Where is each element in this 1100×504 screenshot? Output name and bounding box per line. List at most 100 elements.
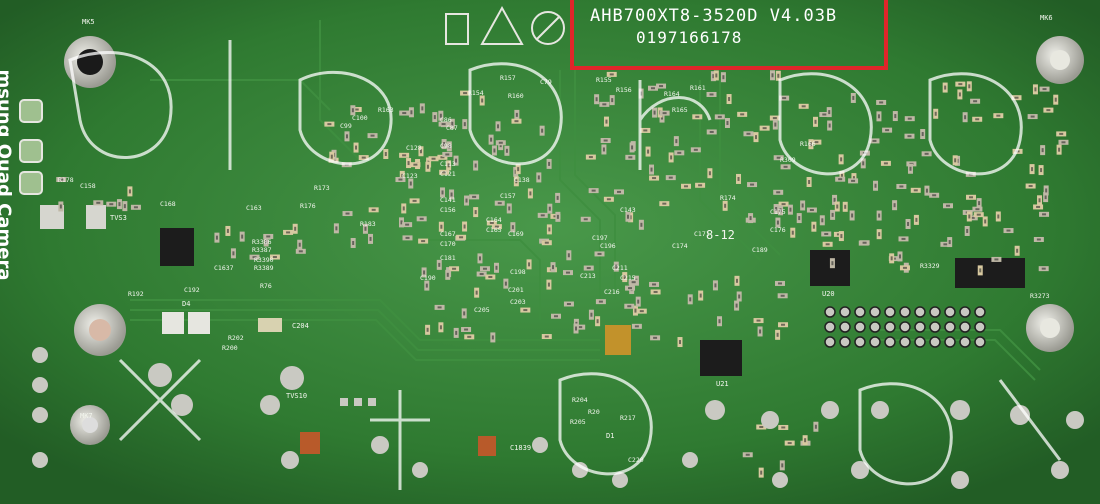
smd-part: [1033, 204, 1044, 210]
smd-part: [614, 189, 625, 195]
smd-part: [734, 300, 740, 311]
smd-part: [756, 424, 767, 430]
smd-part: [742, 452, 753, 458]
header-pad: [884, 306, 896, 318]
component-label: R217: [620, 414, 636, 422]
smd-part: [464, 334, 475, 340]
smd-part: [850, 92, 856, 103]
smd-part: [636, 308, 647, 314]
smd-part: [601, 144, 607, 155]
smd-part: [130, 204, 141, 210]
header-pad: [869, 336, 881, 348]
smd-part: [896, 183, 907, 189]
smd-part: [333, 223, 339, 234]
smd-part: [367, 133, 378, 139]
smd-part: [428, 156, 439, 162]
smd-part: [649, 281, 660, 287]
component-label: R173: [314, 184, 330, 192]
smd-part: [692, 114, 703, 120]
mark-tvs10: TVS10: [286, 392, 308, 400]
header-pad: [899, 321, 911, 333]
smd-part: [399, 170, 405, 181]
component-label: C192: [184, 286, 200, 294]
smd-part: [402, 222, 413, 228]
side-text-wrapper: msung Quad Camera: [0, 60, 15, 290]
left-edge-pads: [19, 99, 43, 195]
smd-part: [437, 154, 448, 160]
component-label: C163: [246, 204, 262, 212]
smd-part: [269, 254, 280, 260]
smd-part: [710, 71, 716, 82]
smd-part: [446, 141, 452, 152]
component-label: C203: [510, 298, 526, 306]
smd-part: [734, 275, 740, 286]
component-label: R161: [690, 84, 706, 92]
smd-part: [434, 304, 445, 310]
smd-part: [964, 225, 970, 236]
smd-part: [1053, 94, 1059, 105]
smd-part: [462, 221, 468, 232]
smd-part: [991, 256, 1002, 262]
smd-part: [758, 467, 764, 478]
smd-part: [687, 294, 693, 305]
smd-part: [93, 200, 104, 206]
pad: [354, 398, 362, 406]
smd-part: [892, 111, 898, 122]
smd-part: [493, 262, 499, 273]
component-label: R176: [300, 202, 316, 210]
mark-d4: D4: [182, 300, 191, 308]
smd-part: [665, 175, 676, 181]
smd-part: [778, 205, 784, 216]
smd-part: [784, 440, 795, 446]
smd-part: [520, 307, 531, 313]
component-label: C205: [474, 306, 490, 314]
smd-part: [813, 421, 819, 432]
smd-part: [469, 194, 480, 200]
header-pad: [824, 306, 836, 318]
smd-part: [882, 127, 893, 133]
component-label: C158: [80, 182, 96, 190]
header-pad: [854, 321, 866, 333]
smd-part: [966, 81, 972, 92]
component-label: C168: [160, 200, 176, 208]
smd-part: [829, 258, 835, 269]
smd-part: [899, 265, 910, 271]
smd-part: [409, 198, 420, 204]
smd-part: [713, 70, 719, 81]
smd-part: [609, 95, 615, 106]
smd-part: [425, 324, 431, 335]
smd-part: [1032, 84, 1038, 95]
smd-part: [962, 112, 968, 123]
component-label: C213: [580, 272, 596, 280]
smd-part: [1056, 144, 1062, 155]
component-label: C143: [620, 206, 636, 214]
smd-part: [790, 227, 796, 238]
side-text: msung Quad Camera: [0, 69, 15, 281]
smd-part: [491, 224, 502, 230]
screw-holes: [64, 36, 1084, 445]
smd-part: [438, 110, 444, 121]
smd-part: [419, 103, 425, 114]
component-label: C211: [612, 264, 628, 272]
smd-part: [1033, 236, 1044, 242]
smd-part: [479, 95, 485, 106]
header-pad: [899, 306, 911, 318]
smd-part: [736, 173, 742, 184]
smd-part: [819, 111, 830, 117]
smd-part: [822, 241, 833, 247]
smd-part: [486, 220, 497, 226]
smd-part: [649, 175, 660, 181]
header-pad: [944, 336, 956, 348]
smd-part: [955, 81, 966, 87]
header-pad: [974, 336, 986, 348]
smd-part: [406, 158, 412, 169]
smd-part: [876, 99, 887, 105]
component-label: R20: [588, 408, 600, 416]
smd-part: [358, 155, 369, 161]
large-pads: [32, 347, 1084, 489]
smd-part: [324, 121, 335, 127]
smd-part: [717, 316, 723, 327]
smd-part: [424, 280, 430, 291]
smd-part: [453, 155, 459, 166]
smd-part: [249, 254, 260, 260]
